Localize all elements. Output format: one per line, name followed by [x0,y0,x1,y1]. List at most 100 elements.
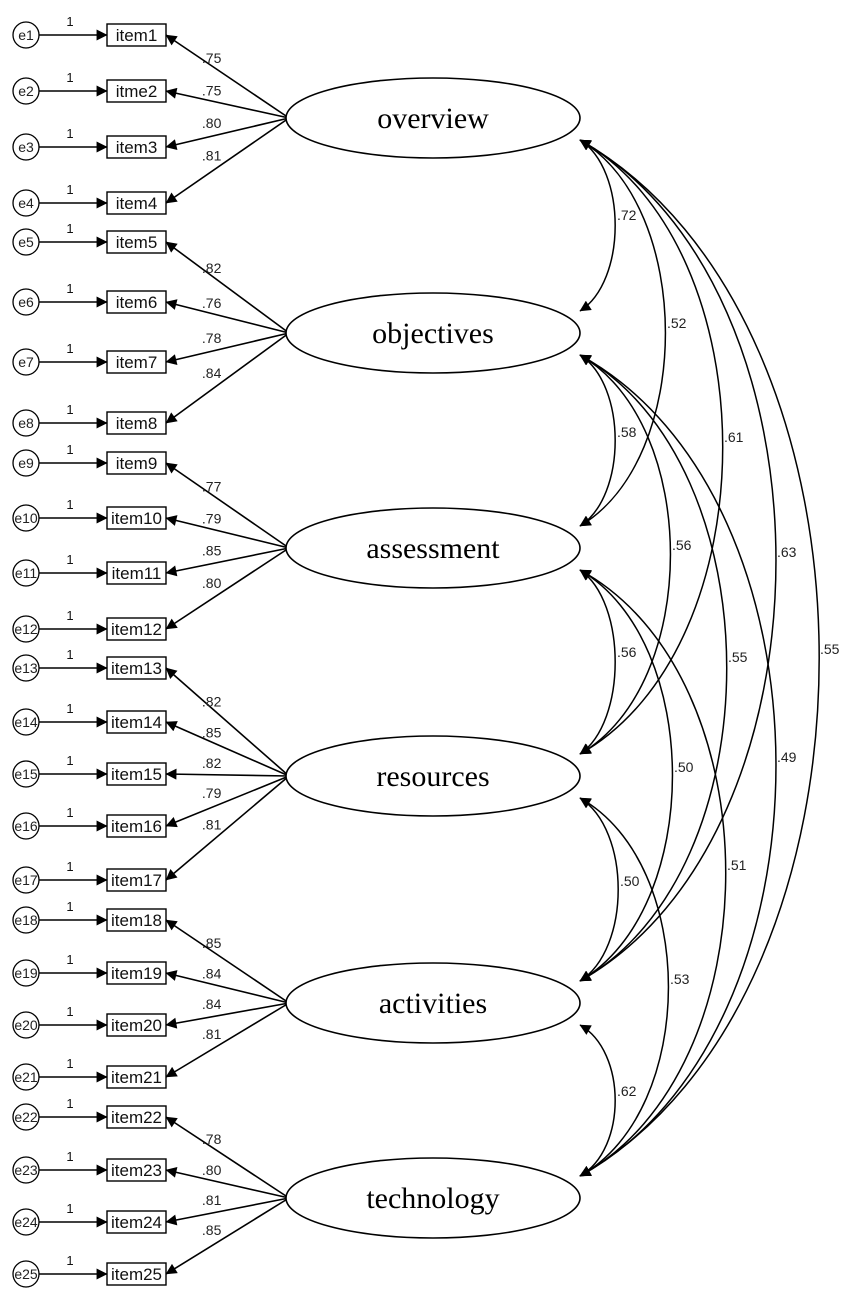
error-term-label: e18 [14,912,38,928]
loading-arrow [165,87,290,119]
error-term-label: e7 [18,354,34,370]
item-label: item10 [111,509,162,528]
fixed-path-label: 1 [66,608,73,623]
error-term-label: e16 [14,818,38,834]
factor-ellipse [285,292,581,374]
fixed-path-label: 1 [66,1253,73,1268]
error-term-label: e4 [18,195,34,211]
correlation-label: .55 [728,649,748,665]
item-label: item25 [111,1265,162,1284]
loading-label: .79 [202,785,222,801]
error-term-label: e15 [14,766,38,782]
correlation-label: .49 [777,749,797,765]
fixed-path-label: 1 [66,497,73,512]
loading-label: .79 [202,511,222,527]
loading-label: .84 [202,966,222,982]
fixed-path-label: 1 [66,402,73,417]
correlation-label: .55 [820,641,840,657]
loading-arrow [165,241,290,334]
factor-ellipse [285,1157,581,1239]
loading-arrow [165,667,290,777]
factor-ellipse [285,735,581,817]
item-label: itme2 [116,82,158,101]
item-label: item18 [111,911,162,930]
factor-ellipse [285,507,581,589]
loading-arrow [165,1197,290,1226]
loading-label: .85 [202,725,222,741]
error-term-label: e19 [14,965,38,981]
error-term-label: e20 [14,1017,38,1033]
loading-arrow [165,775,290,828]
correlation-arc [579,354,728,982]
loading-label: .81 [202,1192,222,1208]
loading-arrow [165,775,290,881]
loading-arrow [165,117,290,150]
loading-arrow [165,117,290,204]
loading-label: .82 [202,693,222,709]
item-label: item13 [111,659,162,678]
loading-label: .81 [202,816,222,832]
loading-arrow [165,1002,290,1078]
item-label: item5 [116,233,158,252]
factor-label: technology [366,1182,499,1215]
item-label: item7 [116,353,158,372]
loading-arrow [165,970,290,1004]
loading-label: .75 [202,82,222,98]
fixed-path-label: 1 [66,126,73,141]
error-term-label: e3 [18,139,34,155]
loading-arrow [165,34,290,119]
fixed-path-label: 1 [66,1149,73,1164]
factor-label: resources [376,760,489,793]
error-term-label: e12 [14,621,38,637]
fixed-path-label: 1 [66,805,73,820]
fixed-path-label: 1 [66,182,73,197]
label-layer: e11item1.75e21itme2.75e31item3.80e41item… [14,14,839,1284]
fixed-path-label: 1 [66,14,73,29]
correlation-arc [579,139,777,982]
item-label: item21 [111,1068,162,1087]
loading-label: .75 [202,50,222,66]
correlation-label: .50 [620,873,640,889]
fixed-path-label: 1 [66,442,73,457]
loading-arrow [165,1166,290,1199]
item-label: item17 [111,871,162,890]
error-term-label: e23 [14,1162,38,1178]
factor-ellipse [285,962,581,1044]
correlation-arc [579,569,616,755]
correlation-arc [579,139,616,312]
item-label: item22 [111,1108,162,1127]
measurement-layer [12,21,581,1288]
loading-label: .77 [202,479,222,495]
loading-arrow [165,547,290,630]
correlation-label: .62 [617,1083,637,1099]
item-label: item16 [111,817,162,836]
loading-arrow [165,332,290,365]
error-term-label: e10 [14,510,38,526]
error-term-label: e1 [18,27,34,43]
fixed-path-label: 1 [66,952,73,967]
correlation-arc [579,1024,616,1177]
loading-label: .78 [202,1131,222,1147]
loading-arrow [165,1116,290,1199]
loading-label: .81 [202,1026,222,1042]
fixed-path-label: 1 [66,647,73,662]
fixed-path-label: 1 [66,701,73,716]
fixed-path-label: 1 [66,552,73,567]
correlation-label: .72 [617,207,637,223]
fixed-path-label: 1 [66,1096,73,1111]
correlation-arc [579,354,672,755]
item-label: item15 [111,765,162,784]
item-label: item12 [111,620,162,639]
error-term-label: e6 [18,294,34,310]
loading-arrow [165,332,290,424]
fixed-path-label: 1 [66,281,73,296]
loading-label: .85 [202,935,222,951]
loading-arrow [165,547,290,577]
correlation-layer [579,139,820,1177]
item-label: item11 [112,564,162,583]
loading-label: .85 [202,543,222,559]
correlation-label: .50 [674,759,694,775]
factor-label: activities [379,987,487,1020]
loading-arrow [165,721,290,777]
